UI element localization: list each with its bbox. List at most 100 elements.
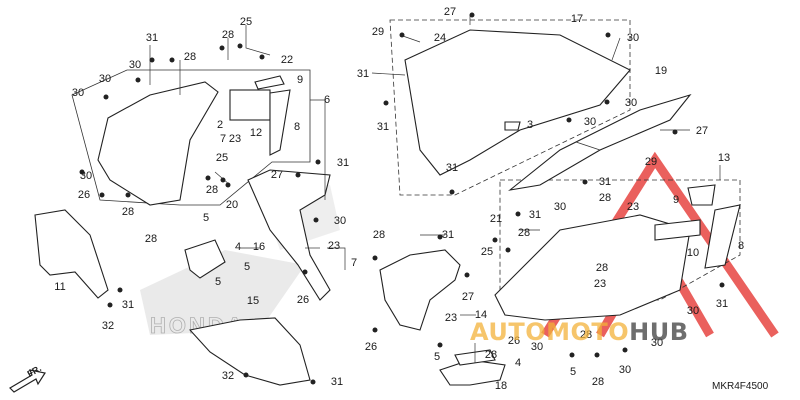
part-callout-30: 30 [98, 73, 112, 85]
part-callout-20: 20 [225, 199, 239, 211]
part-callout-28: 28 [183, 51, 197, 63]
part-callout-28: 28 [595, 262, 609, 274]
part-callout-8: 8 [737, 240, 745, 252]
part-callout-28: 28 [205, 184, 219, 196]
part-callout-28: 28 [579, 329, 593, 341]
group-13-box [499, 179, 741, 301]
fastener-dots [79, 12, 725, 385]
watermark-text: AUTOMOTOHUB [470, 318, 689, 346]
part-callout-27: 27 [270, 169, 284, 181]
seal-10 [654, 219, 701, 241]
trim-8b [704, 204, 741, 269]
part-callout-28: 28 [121, 206, 135, 218]
part-callout-28: 28 [484, 349, 498, 361]
group-6-box [71, 69, 311, 206]
assembly-boundaries [71, 19, 741, 301]
upper-inner-panel [97, 81, 219, 206]
part-callout-4: 4 [234, 241, 242, 253]
part-callout-6: 6 [323, 94, 331, 106]
part-callout-23: 23 [626, 201, 640, 213]
part-callout-32: 32 [221, 370, 235, 382]
part-callout-30: 30 [71, 87, 85, 99]
part-callout-29: 29 [371, 26, 385, 38]
part-callout-31: 31 [121, 299, 135, 311]
part-callout-24: 24 [433, 32, 447, 44]
part-callout-31: 31 [445, 162, 459, 174]
part-callout-8: 8 [293, 121, 301, 133]
middle-panel-7 [247, 169, 331, 301]
part-callout-21: 21 [489, 213, 503, 225]
part-callout-28: 28 [517, 227, 531, 239]
part-callout-9: 9 [672, 194, 680, 206]
upper-cowl-17 [404, 29, 631, 176]
part-callout-5: 5 [214, 276, 222, 288]
part-callout-31: 31 [330, 376, 344, 388]
part-callout-3: 3 [526, 119, 534, 131]
part-callout-27: 27 [461, 291, 475, 303]
part-callout-25: 25 [480, 246, 494, 258]
part-callout-28: 28 [591, 376, 605, 388]
part-callout-17: 17 [570, 13, 584, 25]
part-callout-30: 30 [686, 305, 700, 317]
pad-12 [229, 89, 271, 121]
part-callout-13: 13 [717, 152, 731, 164]
part-callout-15: 15 [246, 295, 260, 307]
part-callout-5: 5 [433, 351, 441, 363]
part-callout-28: 28 [372, 229, 386, 241]
part-callout-30: 30 [583, 116, 597, 128]
part-callout-7: 7 [219, 133, 227, 145]
clip-3 [504, 121, 521, 131]
part-callout-31: 31 [715, 298, 729, 310]
part-callout-25: 25 [239, 16, 253, 28]
part-callout-30: 30 [530, 341, 544, 353]
trim-8 [269, 89, 291, 156]
group-17-box [389, 19, 631, 196]
diagram-code: MKR4F4500 [712, 381, 769, 392]
seal-9 [254, 75, 285, 90]
part-callout-30: 30 [626, 32, 640, 44]
side-fairing-11 [34, 209, 109, 299]
part-callout-10: 10 [686, 247, 700, 259]
part-callout-30: 30 [618, 364, 632, 376]
part-callout-26: 26 [296, 294, 310, 306]
part-callout-7: 7 [350, 257, 358, 269]
part-callout-26: 26 [507, 335, 521, 347]
part-callout-11: 11 [54, 281, 66, 293]
part-callout-5: 5 [243, 261, 251, 273]
front-arrow [9, 369, 46, 393]
part-callout-28: 28 [144, 233, 158, 245]
part-callout-31: 31 [376, 121, 390, 133]
part-callout-28: 28 [221, 29, 235, 41]
part-callout-31: 31 [441, 229, 455, 241]
part-callout-12: 12 [249, 127, 263, 139]
part-callout-19: 19 [654, 65, 668, 77]
under-cowl-19 [508, 93, 692, 191]
part-callout-23: 23 [327, 240, 341, 252]
part-callout-23: 23 [593, 278, 607, 290]
lower-cowl-13 [494, 214, 691, 321]
part-callout-5: 5 [569, 366, 577, 378]
part-callout-25: 25 [215, 152, 229, 164]
part-callout-30: 30 [553, 201, 567, 213]
part-callout-31: 31 [598, 176, 612, 188]
part-callout-30: 30 [650, 337, 664, 349]
part-callout-31: 31 [356, 68, 370, 80]
part-callout-26: 26 [364, 341, 378, 353]
lower-fairing-15 [188, 317, 311, 386]
part-callout-30: 30 [624, 97, 638, 109]
part-callout-16: 16 [252, 241, 266, 253]
part-callout-22: 22 [280, 54, 294, 66]
part-callout-23: 23 [444, 312, 458, 324]
part-callout-31: 31 [145, 32, 159, 44]
part-callout-29: 29 [644, 156, 658, 168]
part-callout-28: 28 [598, 192, 612, 204]
part-callout-18: 18 [494, 380, 508, 392]
part-callout-4: 4 [514, 357, 522, 369]
watermark-part-2: HUB [629, 318, 689, 346]
part-callout-30: 30 [128, 59, 142, 71]
part-callout-5: 5 [202, 212, 210, 224]
bracket-4 [184, 239, 226, 279]
part-callout-9: 9 [296, 74, 304, 86]
